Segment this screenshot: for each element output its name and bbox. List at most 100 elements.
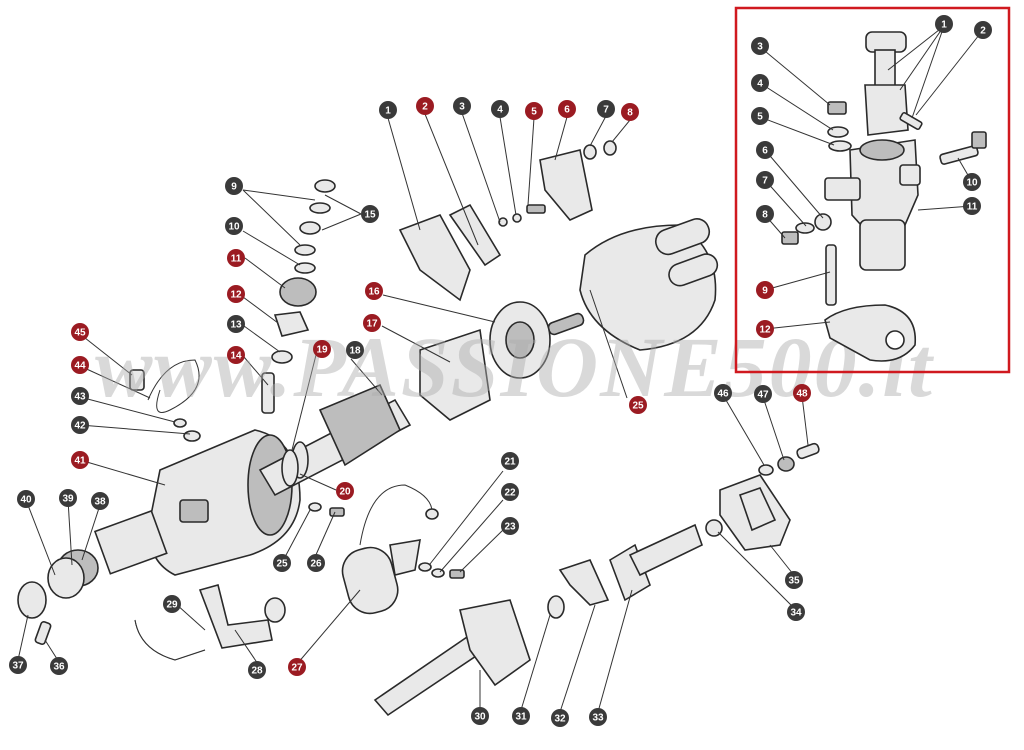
callout-circle [471, 707, 489, 725]
main-callout-10: 10 [225, 217, 243, 235]
callout-circle [756, 141, 774, 159]
main-callout-33: 33 [589, 708, 607, 726]
callout-label: 31 [515, 712, 527, 723]
main-callout-21: 21 [501, 452, 519, 470]
callout-label: 12 [230, 290, 242, 301]
inset-border [734, 6, 1011, 374]
callout-circle [379, 101, 397, 119]
callout-circle [416, 97, 434, 115]
callout-circle [935, 15, 953, 33]
main-callout-8: 8 [621, 103, 639, 121]
callout-circle [453, 97, 471, 115]
callout-label: 32 [554, 714, 566, 725]
callout-circle [963, 197, 981, 215]
small-screws-drawing [308, 502, 465, 579]
callout-circle [91, 492, 109, 510]
upper-brackets-drawing [398, 140, 617, 302]
callout-label: 16 [368, 287, 380, 298]
inset-callout-11: 11 [963, 197, 981, 215]
main-callout-1: 1 [379, 101, 397, 119]
left-small-parts-drawing [17, 359, 201, 646]
callout-label: 26 [310, 559, 322, 570]
callout-circle [288, 658, 306, 676]
callout-circle [512, 707, 530, 725]
callout-circle [751, 37, 769, 55]
callout-circle [248, 661, 266, 679]
callout-circle [71, 416, 89, 434]
inset-callout-2: 2 [974, 21, 992, 39]
callout-label: 20 [339, 487, 351, 498]
inset-callout-5: 5 [751, 107, 769, 125]
callout-label: 43 [74, 392, 86, 403]
callout-label: 42 [74, 421, 86, 432]
callout-label: 2 [422, 102, 428, 113]
main-callout-38: 38 [91, 492, 109, 510]
callout-label: 25 [276, 559, 288, 570]
callout-label: 2 [980, 26, 986, 37]
callout-label: 33 [592, 713, 604, 724]
callout-label: 25 [632, 401, 644, 412]
callout-label: 27 [291, 663, 303, 674]
callout-label: 46 [717, 389, 729, 400]
inset-drawing [781, 31, 987, 362]
inset-callout-4: 4 [751, 74, 769, 92]
callout-label: 8 [762, 210, 768, 221]
callout-label: 7 [603, 105, 609, 116]
main-callout-47: 47 [754, 385, 772, 403]
callout-circle [313, 340, 331, 358]
main-callout-12: 12 [227, 285, 245, 303]
callout-circle [785, 571, 803, 589]
main-callout-32: 32 [551, 709, 569, 727]
distributor-cap-drawing [547, 218, 719, 351]
callout-label: 10 [228, 222, 240, 233]
callout-circle [346, 341, 364, 359]
main-callout-23: 23 [501, 517, 519, 535]
main-callout-4: 4 [491, 100, 509, 118]
callout-label: 19 [316, 345, 328, 356]
callout-label: 6 [564, 105, 570, 116]
inset-callout-9: 9 [756, 281, 774, 299]
callout-circle [963, 173, 981, 191]
callout-circle [501, 517, 519, 535]
callout-circle [163, 595, 181, 613]
callout-circle [225, 217, 243, 235]
callout-circle [751, 107, 769, 125]
main-callout-20: 20 [336, 482, 354, 500]
callout-label: 40 [20, 495, 32, 506]
parts-drawing [17, 140, 820, 717]
callout-label: 35 [788, 576, 800, 587]
callout-circle [793, 384, 811, 402]
watermark: www.PASSIONE500.it [95, 319, 935, 415]
main-callout-14: 14 [227, 346, 245, 364]
callout-circle [50, 657, 68, 675]
callout-circle [361, 205, 379, 223]
callout-circle [756, 171, 774, 189]
inset-callout-3: 3 [751, 37, 769, 55]
callout-label: 5 [757, 112, 763, 123]
main-callout-28: 28 [248, 661, 266, 679]
callout-circle [756, 205, 774, 223]
callout-label: 15 [364, 210, 376, 221]
main-callout-13: 13 [227, 315, 245, 333]
right-small-parts-drawing [758, 442, 820, 476]
main-callout-3: 3 [453, 97, 471, 115]
main-callout-19: 19 [313, 340, 331, 358]
inset-callout-8: 8 [756, 205, 774, 223]
callout-label: 23 [504, 522, 516, 533]
callout-label: 4 [497, 105, 503, 116]
callout-circle [558, 100, 576, 118]
callout-label: 10 [966, 178, 978, 189]
callout-circle [227, 285, 245, 303]
main-callout-29: 29 [163, 595, 181, 613]
callout-circle [589, 708, 607, 726]
callout-label: 39 [62, 494, 74, 505]
callout-circle [501, 452, 519, 470]
callout-circle [787, 603, 805, 621]
main-callout-25: 25 [273, 554, 291, 572]
callout-circle [227, 346, 245, 364]
main-callout-41: 41 [71, 451, 89, 469]
callout-label: 18 [349, 346, 361, 357]
vacuum-pipes-drawing [134, 584, 286, 661]
callout-circle [71, 356, 89, 374]
